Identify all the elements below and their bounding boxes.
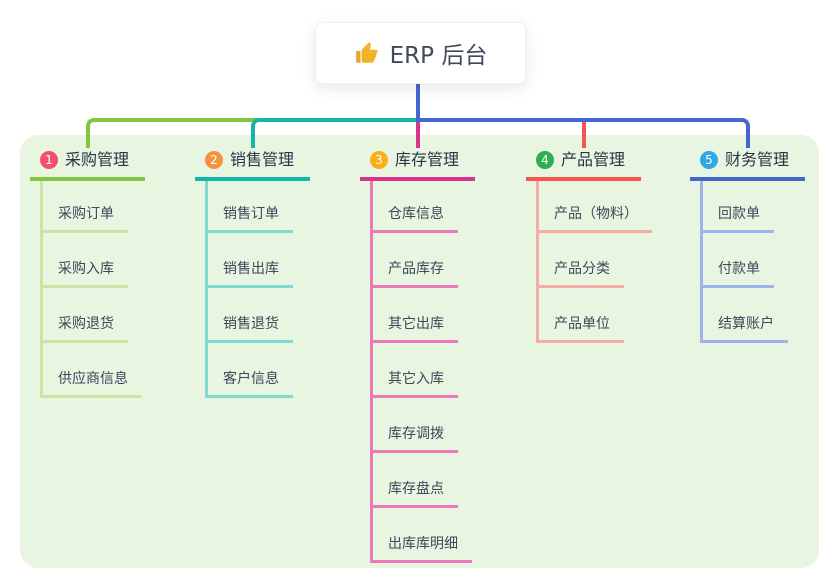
mindmap-item-node[interactable]: 销售订单	[208, 181, 293, 233]
mindmap-item-node[interactable]: 产品库存	[373, 233, 458, 288]
mindmap-item-node[interactable]: 其它入库	[373, 343, 458, 398]
mindmap-item-node[interactable]: 回款单	[703, 181, 774, 233]
branch-number-badge: 5	[700, 150, 718, 169]
branch-title-node[interactable]: 2 销售管理	[195, 146, 310, 181]
branch-title-node[interactable]: 1 采购管理	[30, 146, 145, 181]
branch-title-node[interactable]: 5 财务管理	[690, 146, 805, 181]
connector-line	[582, 122, 586, 148]
mindmap-item-node[interactable]: 客户信息	[208, 343, 293, 398]
branch-title-label: 财务管理	[725, 150, 790, 169]
mindmap-item-node[interactable]: 销售退货	[208, 288, 293, 343]
branch-title-label: 销售管理	[230, 150, 295, 169]
branch-1: 1 采购管理 采购订单采购入库采购退货供应商信息	[30, 146, 145, 398]
branch-5: 5 财务管理 回款单付款单结算账户	[690, 146, 805, 343]
root-node[interactable]: ERP 后台	[315, 22, 526, 84]
branch-title-label: 产品管理	[561, 150, 626, 169]
mindmap-item-node[interactable]: 其它出库	[373, 288, 458, 343]
mindmap-item-node[interactable]: 付款单	[703, 233, 774, 288]
mindmap-item-node[interactable]: 库存盘点	[373, 453, 458, 508]
mindmap-background-panel	[20, 135, 819, 568]
branch-items: 销售订单销售出库销售退货客户信息	[205, 181, 310, 398]
branch-number-badge: 3	[370, 150, 388, 169]
thumbs-up-icon	[354, 40, 380, 66]
branch-items: 回款单付款单结算账户	[700, 181, 805, 343]
branch-4: 4 产品管理 产品（物料）产品分类产品单位	[526, 146, 652, 343]
branch-title-node[interactable]: 4 产品管理	[526, 146, 641, 181]
branch-3: 3 库存管理 仓库信息产品库存其它出库其它入库库存调拨库存盘点出库库明细	[360, 146, 475, 563]
connector-line	[416, 82, 420, 122]
mindmap-item-node[interactable]: 采购退货	[43, 288, 128, 343]
connector-line	[419, 118, 750, 148]
root-node-label: ERP 后台	[389, 43, 488, 69]
branch-title-label: 采购管理	[65, 150, 130, 169]
branch-2: 2 销售管理 销售订单销售出库销售退货客户信息	[195, 146, 310, 398]
branch-title-label: 库存管理	[395, 150, 460, 169]
mindmap-item-node[interactable]: 结算账户	[703, 288, 788, 343]
branch-items: 仓库信息产品库存其它出库其它入库库存调拨库存盘点出库库明细	[370, 181, 475, 563]
branch-number-badge: 1	[40, 150, 58, 169]
mindmap-item-node[interactable]: 采购订单	[43, 181, 128, 233]
mindmap-item-node[interactable]: 库存调拨	[373, 398, 458, 453]
branch-items: 产品（物料）产品分类产品单位	[536, 181, 652, 343]
branch-items: 采购订单采购入库采购退货供应商信息	[40, 181, 145, 398]
branch-number-badge: 2	[205, 150, 223, 169]
mindmap-item-node[interactable]: 销售出库	[208, 233, 293, 288]
mindmap-item-node[interactable]: 仓库信息	[373, 181, 458, 233]
mindmap-item-node[interactable]: 产品单位	[539, 288, 624, 343]
branch-title-node[interactable]: 3 库存管理	[360, 146, 475, 181]
mindmap-item-node[interactable]: 产品分类	[539, 233, 624, 288]
connector-line	[416, 122, 420, 148]
branch-number-badge: 4	[536, 150, 554, 169]
mindmap-item-node[interactable]: 供应商信息	[43, 343, 142, 398]
mindmap-item-node[interactable]: 出库库明细	[373, 508, 472, 563]
connector-line	[251, 118, 419, 148]
mindmap-item-node[interactable]: 产品（物料）	[539, 181, 652, 233]
mindmap-item-node[interactable]: 采购入库	[43, 233, 128, 288]
